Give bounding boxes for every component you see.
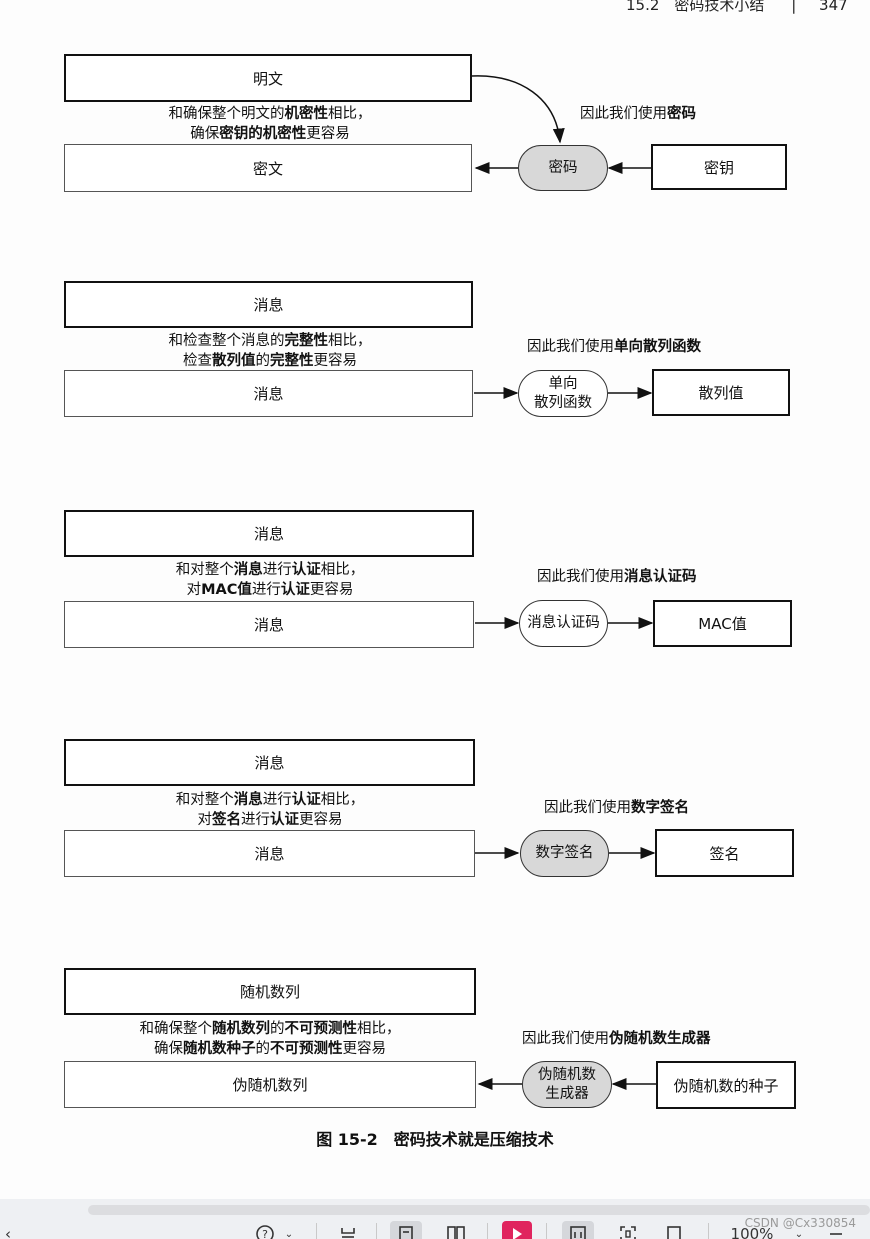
- zoom-level[interactable]: 100%: [730, 1225, 774, 1239]
- mac-pill: 消息认证码: [519, 600, 608, 647]
- bookmark-red-icon[interactable]: [502, 1221, 532, 1239]
- help-dropdown-icon[interactable]: ⌄: [284, 1228, 294, 1239]
- toolbar-divider: [708, 1223, 709, 1239]
- row1-caption: 因此我们使用密码: [580, 106, 696, 122]
- document-page: 15.2 密码技术小结 | 347 明文 和确保整个明文的机密性相比， 确保密钥…: [64, 0, 848, 1149]
- row1-note: 和确保整个明文的机密性相比， 确保密钥的机密性更容易: [168, 106, 372, 142]
- message-top-box-4: 消息: [64, 739, 475, 786]
- message-left-box-3: 消息: [64, 601, 474, 648]
- ciphertext-box: 密文: [64, 144, 472, 192]
- diagram-arrows: [471, 75, 656, 1090]
- fit-width-icon[interactable]: [562, 1221, 594, 1239]
- figure-caption: 图 15-2 密码技术就是压缩技术: [316, 1130, 554, 1149]
- row4-note: 和对整个消息进行认证相比， 对签名进行认证更容易: [175, 792, 365, 828]
- prng-pill: 伪随机数生成器: [522, 1061, 612, 1108]
- row5-caption: 因此我们使用伪随机数生成器: [522, 1031, 711, 1047]
- key-box: 密钥: [651, 144, 787, 190]
- row3-note: 和对整个消息进行认证相比， 对MAC值进行认证更容易: [175, 562, 365, 598]
- row2-caption: 因此我们使用单向散列函数: [527, 339, 701, 355]
- hash-value-box: 散列值: [652, 369, 790, 416]
- fit-page-icon[interactable]: [612, 1221, 644, 1239]
- watermark: CSDN @Cx330854: [744, 1216, 856, 1230]
- message-top-box-2: 消息: [64, 281, 473, 328]
- toolbar-divider: [546, 1223, 547, 1239]
- toolbar-divider: [376, 1223, 377, 1239]
- header-page-number: 347: [819, 0, 848, 14]
- random-sequence-box: 随机数列: [64, 968, 476, 1015]
- header-section: 15.2 密码技术小结: [626, 0, 765, 14]
- fullscreen-icon[interactable]: [658, 1221, 690, 1239]
- more-icon[interactable]: [826, 1221, 846, 1239]
- viewer-toolbar: ‹ ? ⌄ 100% ⌄: [0, 1199, 870, 1239]
- signature-box: 签名: [655, 829, 794, 877]
- toolbar-divider: [487, 1223, 488, 1239]
- header-divider: |: [791, 0, 797, 14]
- hash-function-pill: 单向散列函数: [518, 370, 608, 417]
- scroll-page-icon[interactable]: [390, 1221, 422, 1239]
- single-page-icon[interactable]: [332, 1221, 364, 1239]
- pseudo-random-sequence-box: 伪随机数列: [64, 1061, 476, 1108]
- signature-pill: 数字签名: [520, 830, 609, 877]
- zoom-dropdown-icon[interactable]: ⌄: [794, 1228, 804, 1239]
- running-header: 15.2 密码技术小结 | 347: [626, 0, 848, 15]
- two-page-icon[interactable]: [440, 1221, 472, 1239]
- svg-text:?: ?: [262, 1228, 268, 1239]
- message-top-box-3: 消息: [64, 510, 474, 557]
- cipher-pill: 密码: [518, 145, 608, 191]
- plaintext-box: 明文: [64, 54, 472, 102]
- back-icon[interactable]: ‹: [5, 1225, 11, 1239]
- help-icon[interactable]: ?: [252, 1221, 278, 1239]
- horizontal-scrollbar[interactable]: [88, 1205, 870, 1215]
- curve-arrow: [471, 75, 565, 144]
- message-left-box-2: 消息: [64, 370, 473, 417]
- mac-value-box: MAC值: [653, 600, 792, 647]
- toolbar-divider: [316, 1223, 317, 1239]
- seed-box: 伪随机数的种子: [656, 1061, 796, 1109]
- row2-note: 和检查整个消息的完整性相比， 检查散列值的完整性更容易: [168, 333, 372, 369]
- message-left-box-4: 消息: [64, 830, 475, 877]
- row5-note: 和确保整个随机数列的不可预测性相比， 确保随机数种子的不可预测性更容易: [139, 1021, 401, 1057]
- row4-caption: 因此我们使用数字签名: [544, 800, 689, 816]
- row3-caption: 因此我们使用消息认证码: [537, 569, 697, 585]
